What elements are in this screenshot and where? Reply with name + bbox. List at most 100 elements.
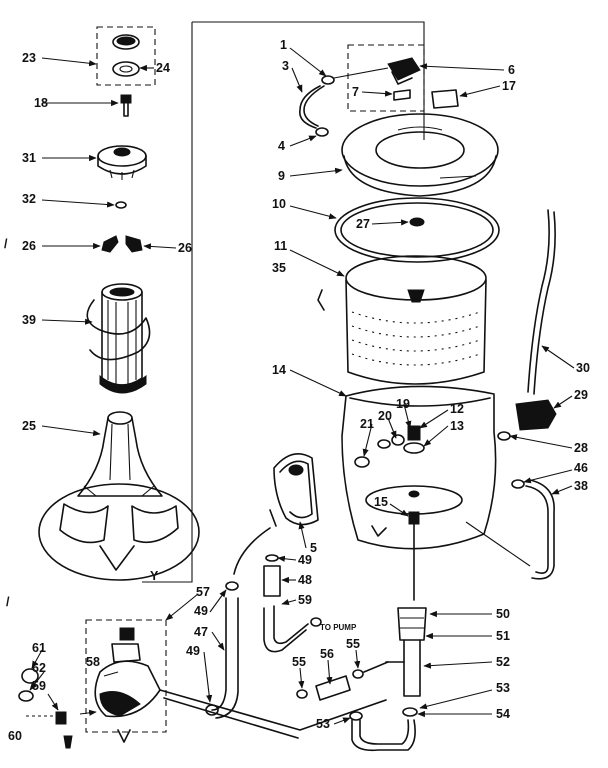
cover-17 — [431, 89, 459, 109]
dashed-box-pump — [85, 619, 167, 733]
tub-ring-9 — [341, 113, 499, 197]
lid-switch-6 — [387, 57, 421, 85]
callout-11: 11 — [274, 239, 287, 253]
agitator-dogs-31 — [97, 145, 147, 180]
callout-49-left: 49 — [194, 604, 208, 618]
hose-56 — [296, 661, 389, 701]
frame-lines — [85, 21, 425, 733]
washer-32 — [115, 201, 127, 209]
ring-62 — [18, 690, 34, 702]
clamp-49-upper — [265, 554, 279, 562]
callout-5: 5 — [310, 541, 317, 555]
callout-9: 9 — [278, 169, 285, 183]
snubber-ring-10 — [334, 197, 500, 263]
callout-32: 32 — [22, 192, 36, 206]
left-tick-mark: / — [4, 237, 8, 251]
water-valve-29 — [515, 399, 557, 431]
auger-39 — [86, 283, 151, 394]
callout-28: 28 — [574, 441, 588, 455]
callout-51: 51 — [496, 629, 510, 643]
leader-lines — [26, 47, 575, 725]
callout-1: 1 — [280, 38, 287, 52]
callout-20: 20 — [378, 409, 392, 423]
hose-3 — [299, 75, 335, 137]
callout-38: 38 — [574, 479, 588, 493]
dashed-box-23-24 — [96, 26, 156, 86]
pump-label: TO PUMP — [320, 623, 357, 632]
callout-31: 31 — [22, 151, 36, 165]
callout-59-right: 59 — [298, 593, 312, 607]
callout-12: 12 — [450, 402, 464, 416]
connecting-hose — [159, 689, 387, 731]
callout-29: 29 — [574, 388, 588, 402]
callout-26-right: 26 — [178, 241, 192, 255]
callout-labels: 1 3 4 6 7 9 10 11 12 13 14 15 17 18 19 2… — [8, 38, 590, 743]
callout-39: 39 — [22, 313, 36, 327]
bolt-59-lower — [55, 711, 67, 725]
callout-62: 62 — [32, 661, 46, 675]
clip-35 — [317, 289, 325, 311]
callout-24: 24 — [156, 61, 170, 75]
drain-assembly-50-52 — [385, 607, 427, 717]
callout-58: 58 — [86, 655, 100, 669]
callout-50: 50 — [496, 607, 510, 621]
wash-basket-11 — [345, 255, 487, 385]
drain-15 — [408, 511, 420, 601]
switch-part-7 — [393, 89, 411, 101]
callout-10: 10 — [272, 197, 286, 211]
callout-56: 56 — [320, 647, 334, 661]
callout-6: 6 — [508, 63, 515, 77]
callout-30: 30 — [576, 361, 590, 375]
hose-47 — [205, 527, 271, 719]
fill-hose-30 — [527, 209, 556, 395]
callout-3: 3 — [282, 59, 289, 73]
callout-25: 25 — [22, 419, 36, 433]
callout-18: 18 — [34, 96, 48, 110]
callout-49-right: 49 — [298, 553, 312, 567]
callout-52: 52 — [496, 655, 510, 669]
callout-54: 54 — [496, 707, 510, 721]
hose-59 — [263, 605, 322, 653]
hose-48 — [263, 565, 281, 597]
callout-15: 15 — [374, 495, 388, 509]
bolt-60 — [63, 735, 73, 749]
hose-38 — [465, 479, 555, 580]
callout-47: 47 — [194, 625, 208, 639]
clamp-28 — [497, 431, 511, 441]
bolt-18 — [120, 94, 132, 117]
callout-59-left: 59 — [32, 679, 46, 693]
pump-foot — [117, 729, 131, 743]
callout-57: 57 — [196, 585, 210, 599]
callout-17: 17 — [502, 79, 516, 93]
callout-53-right: 53 — [496, 681, 510, 695]
callout-48: 48 — [298, 573, 312, 587]
callout-19: 19 — [396, 397, 410, 411]
callout-55-left: 55 — [292, 655, 306, 669]
callout-26-left: 26 — [22, 239, 36, 253]
seal-ring-24 — [112, 61, 140, 77]
lower-hose-53 — [349, 711, 416, 752]
agitator-base-25 — [38, 411, 200, 581]
callout-14: 14 — [272, 363, 286, 377]
callout-35: 35 — [272, 261, 286, 275]
callout-61: 61 — [32, 641, 46, 655]
callout-60: 60 — [8, 729, 22, 743]
callout-7: 7 — [352, 85, 359, 99]
clips-26 — [101, 235, 143, 253]
callout-27: 27 — [356, 217, 370, 231]
callout-49-lower: 49 — [186, 644, 200, 658]
callout-4: 4 — [278, 139, 285, 153]
bottom-left-tick-mark: / — [6, 595, 10, 609]
clamp-46 — [511, 479, 525, 489]
connecting-hose-lower — [163, 697, 299, 739]
pump-body-58 — [94, 627, 161, 718]
agitator-cap-23 — [112, 34, 140, 50]
callout-55-right: 55 — [346, 637, 360, 651]
dashed-box-6-7 — [347, 44, 425, 112]
callout-46: 46 — [574, 461, 588, 475]
callout-23: 23 — [22, 51, 36, 65]
pump-5 — [269, 452, 319, 527]
callout-13: 13 — [450, 419, 464, 433]
outer-tub-14 — [341, 385, 497, 550]
